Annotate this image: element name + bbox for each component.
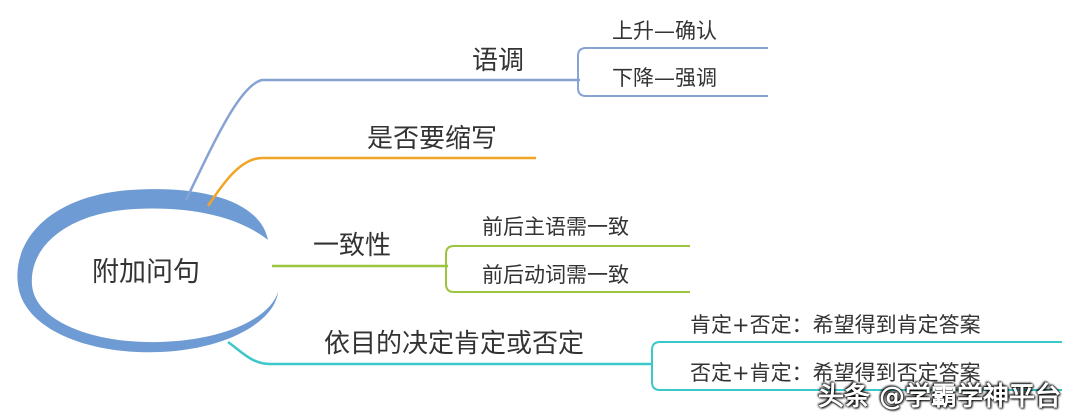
branch-tone-bracket <box>577 47 768 97</box>
branch-tone-label: 语调 <box>472 46 524 76</box>
branch-purpose-connector <box>227 340 652 366</box>
root-label: 附加问句 <box>92 257 200 288</box>
branch-contraction[interactable]: 是否要缩写 <box>206 124 536 207</box>
leaf-fall-emphasize: 下降—强调 <box>612 66 717 90</box>
branch-purpose-label: 依目的决定肯定或否定 <box>324 329 584 359</box>
branch-purpose-bracket <box>651 341 1062 391</box>
watermark: 头条 @学霸学神平台 <box>818 382 1062 412</box>
branch-contraction-label: 是否要缩写 <box>367 124 497 154</box>
branch-contraction-connector <box>206 156 536 207</box>
leaf-affirm-negate: 肯定+否定：希望得到肯定答案 <box>690 313 981 337</box>
branch-consistency[interactable]: 一致性 前后主语需一致 前后动词需一致 <box>272 215 690 293</box>
leaf-subject-consistent: 前后主语需一致 <box>482 215 629 239</box>
root-node[interactable]: 附加问句 <box>17 189 278 353</box>
leaf-negate-affirm: 否定+肯定：希望得到否定答案 <box>690 361 981 385</box>
leaf-rise-confirm: 上升—确认 <box>612 19 717 43</box>
branch-purpose[interactable]: 依目的决定肯定或否定 肯定+否定：希望得到肯定答案 否定+肯定：希望得到否定答案 <box>227 313 1062 391</box>
branch-consistency-bracket <box>445 245 690 293</box>
branch-tone[interactable]: 语调 上升—确认 下降—强调 <box>184 19 768 201</box>
branch-consistency-label: 一致性 <box>313 231 391 261</box>
leaf-verb-consistent: 前后动词需一致 <box>482 263 629 287</box>
branch-tone-connector <box>184 78 580 201</box>
